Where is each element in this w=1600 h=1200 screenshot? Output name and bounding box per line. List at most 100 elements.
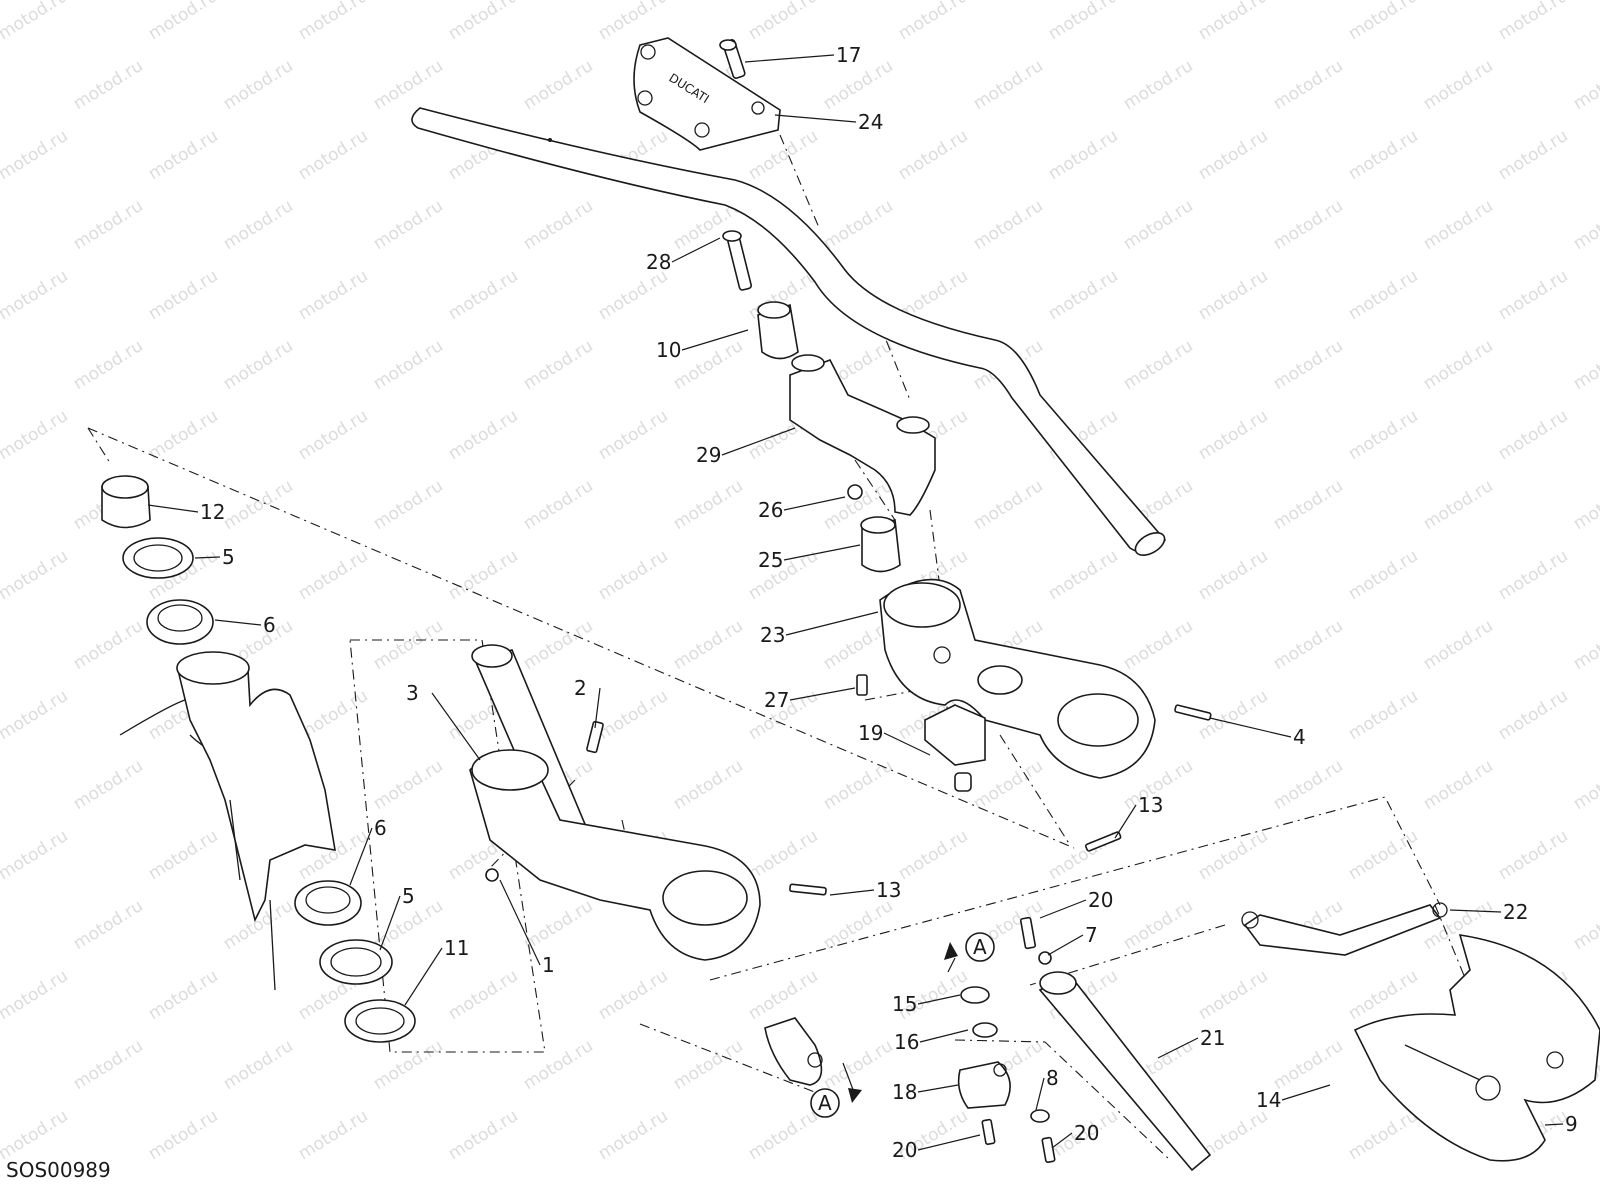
callout-26: 26 — [758, 498, 783, 522]
watermark-text: motod.ru — [220, 1036, 297, 1094]
watermark-text: motod.ru — [295, 126, 372, 184]
watermark-text: motod.ru — [595, 0, 672, 44]
leader-5 — [379, 895, 401, 951]
callout-3: 3 — [406, 681, 419, 705]
watermark-text: motod.ru — [1570, 896, 1600, 954]
watermark-text: motod.ru — [595, 686, 672, 744]
callout-13: 13 — [1138, 793, 1163, 817]
callout-29: 29 — [696, 443, 721, 467]
leader-25 — [783, 544, 861, 561]
leader-19 — [883, 732, 931, 756]
leader-27 — [789, 687, 856, 701]
watermark-text: motod.ru — [1045, 0, 1122, 44]
leader-1 — [499, 879, 541, 966]
leader-6 — [349, 827, 373, 886]
leader-9 — [1544, 1123, 1564, 1126]
watermark-text: motod.ru — [445, 546, 522, 604]
callout-6: 6 — [374, 816, 387, 840]
watermark-text: motod.ru — [1495, 266, 1572, 324]
watermark-text: motod.ru — [220, 476, 297, 534]
watermark-text: motod.ru — [0, 966, 72, 1024]
watermark-text: motod.ru — [1045, 546, 1122, 604]
watermark-text: motod.ru — [1120, 336, 1197, 394]
leader-3 — [431, 692, 481, 761]
callout-18: 18 — [892, 1080, 917, 1104]
watermark-text: motod.ru — [70, 616, 147, 674]
leader-14 — [1281, 1084, 1331, 1101]
watermark-text: motod.ru — [595, 406, 672, 464]
leader-22 — [1449, 909, 1502, 913]
watermark-text: motod.ru — [70, 336, 147, 394]
watermark-text: motod.ru — [370, 336, 447, 394]
watermark-text: motod.ru — [1270, 196, 1347, 254]
diagram-code: SOS00989 — [6, 1158, 111, 1182]
watermark-text: motod.ru — [1495, 126, 1572, 184]
watermark-text: motod.ru — [1345, 406, 1422, 464]
watermark-text: motod.ru — [1195, 406, 1272, 464]
leader-20 — [1051, 1132, 1073, 1149]
watermark-text: motod.ru — [1120, 56, 1197, 114]
watermark-text: motod.ru — [1345, 1106, 1422, 1164]
watermark-text: motod.ru — [1420, 756, 1497, 814]
callout-24: 24 — [858, 110, 883, 134]
watermark-text: motod.ru — [445, 406, 522, 464]
watermark-text: motod.ru — [370, 56, 447, 114]
watermark-text: motod.ru — [445, 966, 522, 1024]
cover — [1353, 934, 1600, 1162]
watermark-text: motod.ru — [1420, 336, 1497, 394]
watermark-text: motod.ru — [145, 0, 222, 44]
watermark-text: motod.ru — [820, 196, 897, 254]
view-marker-lower: A — [818, 1091, 832, 1115]
watermark-text: motod.ru — [1420, 196, 1497, 254]
callout-6: 6 — [263, 613, 276, 637]
callout-19: 19 — [858, 721, 883, 745]
watermark-text: motod.ru — [295, 1106, 372, 1164]
watermark-text: motod.ru — [1420, 616, 1497, 674]
watermark-text: motod.ru — [1345, 0, 1422, 44]
callout-4: 4 — [1293, 725, 1306, 749]
watermark-text: motod.ru — [670, 616, 747, 674]
watermark-text: motod.ru — [0, 1106, 72, 1164]
callout-leaders — [147, 54, 1564, 1151]
watermark-text: motod.ru — [595, 266, 672, 324]
watermark-text: motod.ru — [1345, 546, 1422, 604]
watermark-text: motod.ru — [0, 546, 72, 604]
watermark-text: motod.ru — [820, 756, 897, 814]
lower-bearing-stack — [294, 880, 416, 1043]
watermark-text: motod.ru — [1570, 616, 1600, 674]
watermark-text: motod.ru — [295, 546, 372, 604]
upper-triple-clamp — [856, 578, 1212, 852]
leader-28 — [671, 237, 721, 263]
upper-bearing-stack — [101, 475, 214, 645]
watermark-text: motod.ru — [895, 0, 972, 44]
watermark-text: motod.ru — [895, 826, 972, 884]
watermark-text: motod.ru — [1045, 126, 1122, 184]
callout-5: 5 — [222, 545, 235, 569]
watermark-text: motod.ru — [70, 56, 147, 114]
leader-29 — [721, 427, 796, 456]
watermark-text: motod.ru — [670, 756, 747, 814]
watermark-text: motod.ru — [1270, 616, 1347, 674]
steering-damper — [1019, 902, 1448, 1172]
watermark-text: motod.ru — [1420, 476, 1497, 534]
callout-27: 27 — [764, 688, 789, 712]
callout-13: 13 — [876, 878, 901, 902]
leader-23 — [785, 611, 879, 636]
leader-13 — [1114, 804, 1137, 839]
watermark-text: motod.ru — [1570, 56, 1600, 114]
watermark-text: motod.ru — [595, 546, 672, 604]
leader-2 — [594, 687, 601, 729]
callout-23: 23 — [760, 623, 785, 647]
watermark-text: motod.ru — [370, 616, 447, 674]
watermark-text: motod.ru — [1195, 266, 1272, 324]
watermark-text: motod.ru — [1120, 616, 1197, 674]
watermark-text: motod.ru — [670, 476, 747, 534]
callout-21: 21 — [1200, 1026, 1225, 1050]
handlebar — [411, 107, 1167, 556]
watermark-text: motod.ru — [295, 406, 372, 464]
callout-22: 22 — [1503, 900, 1528, 924]
view-marker-upper: A — [973, 935, 987, 959]
watermark-text: motod.ru — [1345, 266, 1422, 324]
